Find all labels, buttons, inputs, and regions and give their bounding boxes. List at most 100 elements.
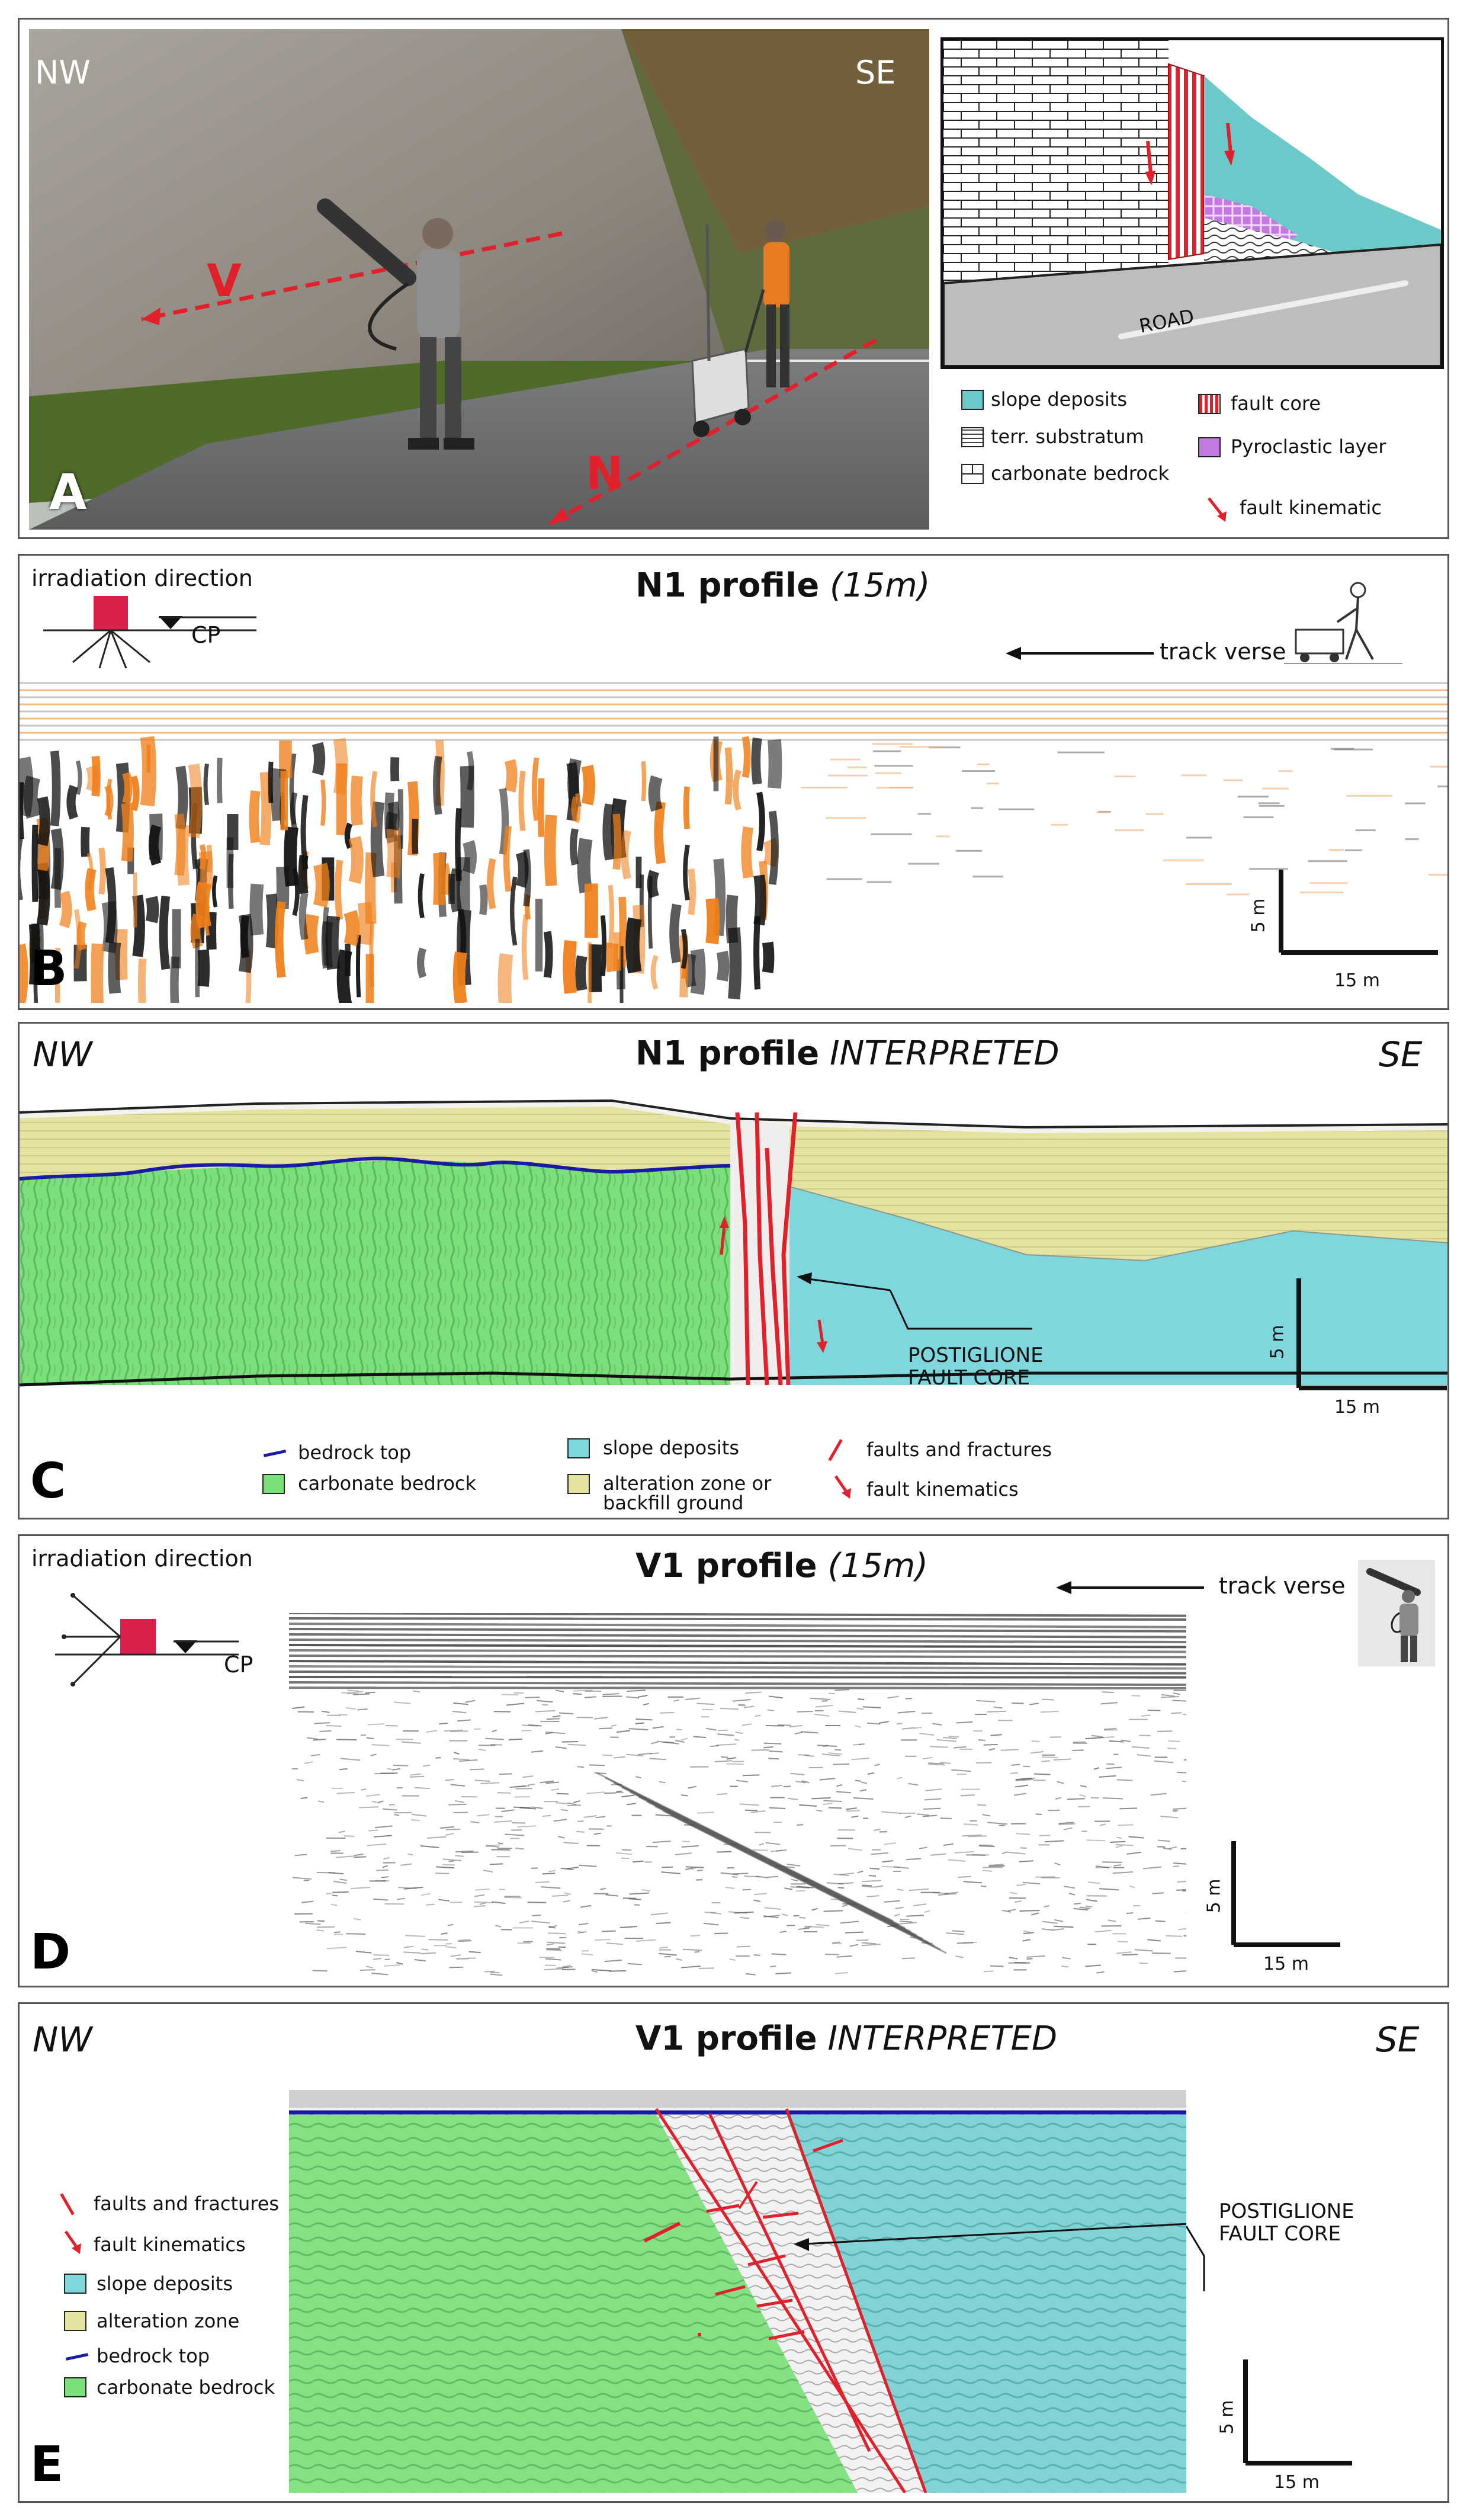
legend-bedrock-top: bedrock top: [97, 2345, 210, 2367]
legend-faults: faults and fractures: [866, 1438, 1052, 1461]
callout-line-1: POSTIGLIONE: [1219, 2200, 1354, 2223]
panel-letter-e: E: [30, 2436, 64, 2493]
scale-bar: [1231, 1841, 1340, 1947]
irradiation-label: irradiation direction: [31, 1546, 253, 1572]
legend-line-bedrock-top: [263, 1450, 287, 1457]
callout-line-1: POSTIGLIONE: [908, 1344, 1044, 1367]
n-line-label: N: [586, 447, 624, 499]
scale-v-label: 5 m: [1216, 2400, 1238, 2435]
n1-radargram: [20, 671, 1447, 1003]
track-verse-label: track verse: [1219, 1573, 1346, 1599]
nw-label: NW: [33, 2019, 92, 2060]
legend-kinematics-arrow: [834, 1475, 851, 1499]
callout-bracket: [1186, 2226, 1205, 2291]
legend-line-bedrock-top: [65, 2353, 89, 2361]
panel-b: irradiation direction CP N1 profile (15m…: [18, 554, 1449, 1010]
legend-swatch-carbonate: [64, 2377, 86, 2397]
scale-bar: [1279, 870, 1438, 955]
track-arrow: [1056, 1581, 1204, 1594]
panel-letter-d: D: [30, 1924, 71, 1980]
scale-bar: [1243, 2359, 1352, 2466]
callout-line-2: FAULT CORE: [908, 1366, 1031, 1390]
title-bold: V1 profile: [635, 1547, 817, 1585]
legend-swatch-fault-core: [1198, 394, 1221, 414]
legend-kinematics-arrow: [64, 2230, 81, 2254]
panel-letter-b: B: [30, 941, 68, 997]
track-arrow: [1006, 647, 1154, 660]
legend-slope-deposits: slope deposits: [991, 388, 1127, 411]
legend-swatch-terr: [961, 427, 984, 447]
scale-v-label: 5 m: [1248, 898, 1269, 933]
cp-label: CP: [191, 622, 221, 648]
legend-carbonate-bedrock: carbonate bedrock: [298, 1472, 477, 1495]
antenna-operator-icon: [1358, 1560, 1435, 1666]
panel-d-title: V1 profile (15m): [635, 1547, 928, 1585]
se-label: SE: [1379, 1034, 1423, 1075]
cart-operator-icon: [1284, 582, 1402, 664]
se-label: SE: [1376, 2019, 1420, 2060]
legend-fault-kinematic: fault kinematic: [1240, 496, 1382, 519]
photo-nw-label: NW: [35, 54, 91, 91]
legend-carbonate-bedrock: carbonate bedrock: [97, 2376, 275, 2399]
title-bold: N1 profile: [635, 566, 820, 605]
legend-swatch-slope: [961, 390, 984, 410]
legend-faults: faults and fractures: [94, 2192, 280, 2215]
n1-interpreted-section: [20, 1077, 1447, 1397]
legend-slope-deposits: slope deposits: [97, 2272, 233, 2295]
title-bold: V1 profile: [635, 2019, 817, 2058]
cp-label: CP: [224, 1652, 253, 1678]
nw-label: NW: [33, 1034, 92, 1075]
panel-d: irradiation direction CP V1 profile (15m…: [18, 1534, 1449, 1987]
panel-a: NW SE V N A: [18, 18, 1449, 539]
field-photo: NW SE V N A: [29, 29, 929, 530]
panel-e-title: V1 profile INTERPRETED: [635, 2019, 1057, 2058]
legend-swatch-bedrock: [961, 464, 984, 484]
legend-bedrock-top: bedrock top: [298, 1441, 412, 1464]
panel-c-title: N1 profile INTERPRETED: [635, 1034, 1060, 1073]
scale-h-label: 15 m: [1334, 1397, 1380, 1418]
scale-h-label: 15 m: [1263, 1954, 1309, 1974]
legend-fault-core: fault core: [1231, 392, 1321, 415]
scale-h-label: 15 m: [1334, 970, 1380, 991]
legend-swatch-carbonate: [262, 1474, 285, 1494]
v-line-label: V: [207, 254, 242, 307]
track-verse-label: track verse: [1160, 639, 1286, 665]
legend-kinematics: fault kinematics: [866, 1478, 1019, 1501]
title-italic: INTERPRETED: [830, 1034, 1060, 1073]
scale-bar: [1296, 1278, 1447, 1390]
panel-c: NW SE N1 profile INTERPRETED: [18, 1022, 1449, 1519]
irradiation-icon: [55, 1593, 239, 1687]
panel-e: NW SE V1 profile INTERPRETED: [18, 2002, 1449, 2503]
title-italic: (15m): [830, 566, 930, 605]
legend-swatch-pyroclastic: [1198, 437, 1221, 457]
title-italic: (15m): [827, 1547, 928, 1585]
legend-alteration-2: backfill ground: [603, 1492, 744, 1514]
legend-swatch-slope: [567, 1438, 590, 1458]
scale-v-label: 5 m: [1203, 1878, 1225, 1913]
title-italic: INTERPRETED: [827, 2019, 1058, 2058]
legend-swatch-alteration: [567, 1474, 590, 1494]
photo-se-label: SE: [855, 54, 896, 91]
irradiation-label: irradiation direction: [31, 565, 253, 591]
irradiation-icon: [43, 596, 256, 669]
legend-carbonate-bedrock: carbonate bedrock: [991, 462, 1170, 485]
panel-letter-c: C: [30, 1453, 66, 1509]
schematic-section: ROAD: [940, 37, 1444, 369]
callout-line-2: FAULT CORE: [1219, 2222, 1341, 2246]
legend-terr-substratum: terr. substratum: [991, 425, 1144, 448]
legend-pyroclastic: Pyroclastic layer: [1231, 435, 1386, 458]
v1-interpreted-section: [289, 2090, 1186, 2493]
legend-kinematics: fault kinematics: [94, 2233, 246, 2256]
scale-v-label: 5 m: [1267, 1325, 1288, 1360]
legend-line-faults: [60, 2193, 75, 2216]
legend-line-faults: [828, 1439, 843, 1461]
legend-slope-deposits: slope deposits: [603, 1437, 739, 1459]
panel-b-title: N1 profile (15m): [635, 566, 930, 605]
legend-alteration-1: alteration zone or: [603, 1472, 772, 1495]
scale-h-label: 15 m: [1274, 2472, 1320, 2493]
v1-radargram: [289, 1613, 1186, 1980]
title-bold: N1 profile: [635, 1034, 820, 1073]
legend-swatch-alteration: [64, 2311, 86, 2331]
legend-alteration: alteration zone: [97, 2310, 240, 2332]
legend-swatch-slope: [64, 2274, 86, 2294]
